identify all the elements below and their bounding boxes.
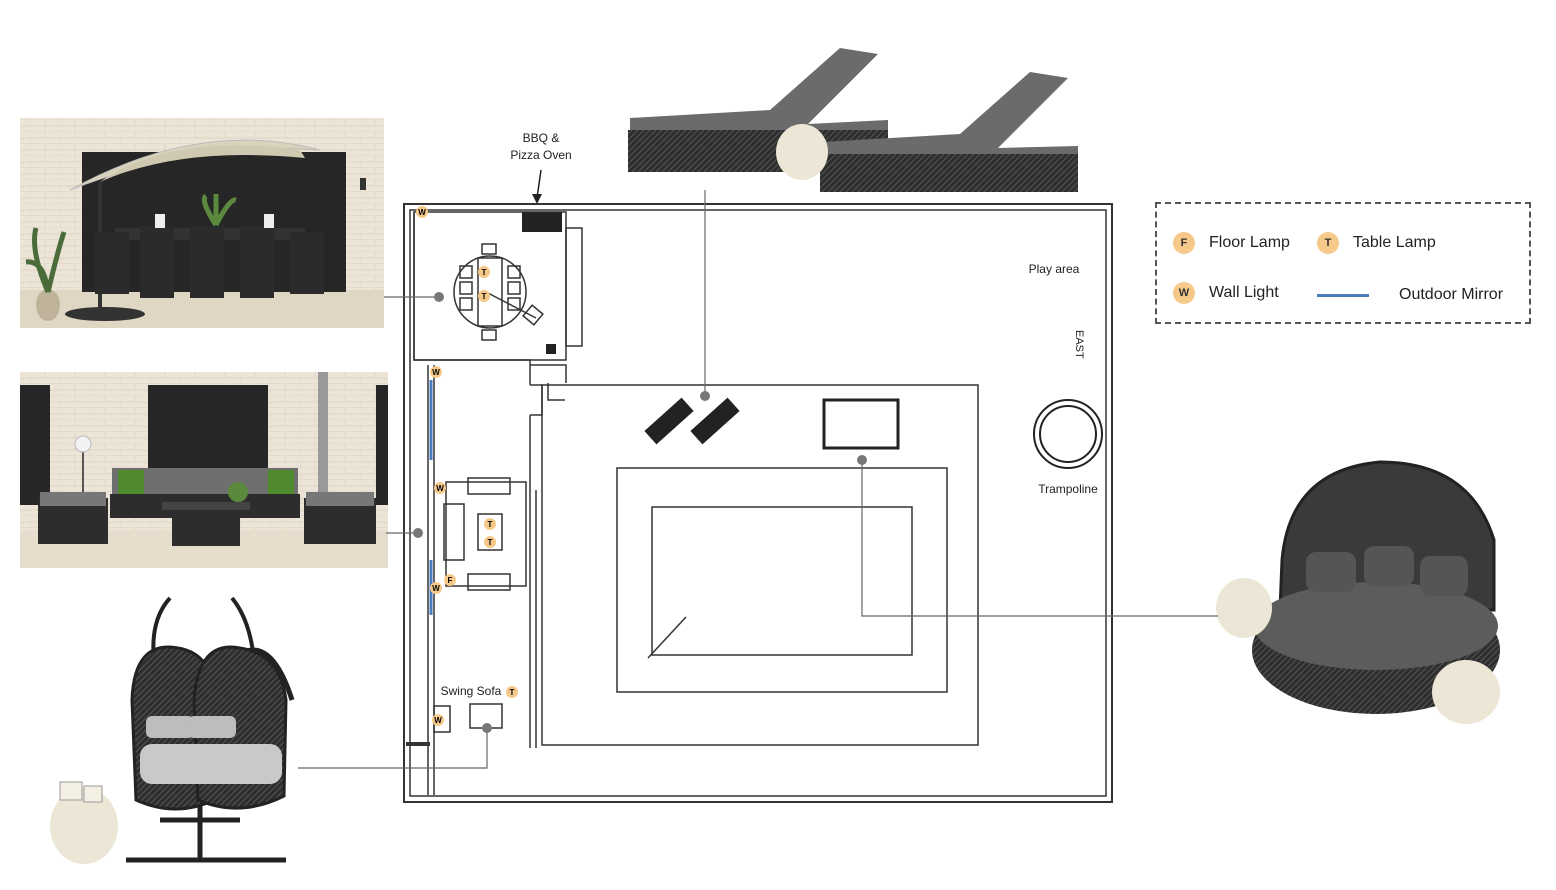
swing-sofa-photo bbox=[50, 596, 295, 864]
bbq-label: BBQ & bbox=[523, 131, 560, 145]
svg-text:T: T bbox=[488, 538, 493, 547]
legend-outdoor-mirror: Outdoor Mirror bbox=[1317, 286, 1503, 304]
plan-light-markers: W W W W W T T T T T F bbox=[416, 206, 518, 726]
sun-loungers-photo bbox=[628, 48, 1078, 192]
table-lamp-marker: T bbox=[484, 536, 496, 548]
table-lamp-marker: T bbox=[484, 518, 496, 530]
svg-text:F: F bbox=[448, 576, 453, 585]
legend-table-lamp-label: Table Lamp bbox=[1353, 234, 1436, 251]
table-lamp-icon: T bbox=[1317, 232, 1339, 254]
svg-text:W: W bbox=[432, 584, 440, 593]
garden-boundary bbox=[403, 203, 1113, 803]
trampoline bbox=[1033, 399, 1103, 469]
svg-text:T: T bbox=[510, 688, 515, 697]
sun-lounger-markers bbox=[644, 397, 740, 445]
legend-floor-lamp: F Floor Lamp bbox=[1173, 232, 1290, 254]
bbq-arrow bbox=[532, 169, 542, 204]
connector-lines bbox=[298, 190, 1218, 769]
wall-light-marker: W bbox=[434, 482, 446, 494]
legend-table-lamp: T Table Lamp bbox=[1317, 232, 1436, 254]
table-lamp-marker: T bbox=[478, 266, 490, 278]
legend-wall-light: W Wall Light bbox=[1173, 282, 1279, 304]
daybed-marker bbox=[822, 398, 900, 450]
play-area-label: Play area bbox=[1029, 262, 1080, 276]
floor-lamp-icon: F bbox=[1173, 232, 1195, 254]
potted-plant-marker bbox=[546, 344, 556, 354]
legend-outdoor-mirror-label: Outdoor Mirror bbox=[1399, 286, 1504, 303]
svg-text:T: T bbox=[482, 268, 487, 277]
svg-text:W: W bbox=[418, 208, 426, 217]
svg-text:T: T bbox=[482, 292, 487, 301]
dining-patio-area bbox=[413, 211, 583, 416]
dining-set-photo bbox=[20, 118, 384, 328]
lounge-sofa-photo bbox=[20, 372, 388, 568]
trampoline-label: Trampoline bbox=[1038, 482, 1098, 496]
pizza-oven-label: Pizza Oven bbox=[510, 148, 571, 162]
svg-text:T: T bbox=[488, 520, 493, 529]
svg-text:W: W bbox=[436, 484, 444, 493]
wall-light-marker: W bbox=[430, 582, 442, 594]
table-lamp-marker: T bbox=[478, 290, 490, 302]
wall-light-marker: W bbox=[432, 714, 444, 726]
swing-sofa-label: Swing Sofa bbox=[441, 684, 502, 698]
bbq-pizza-oven bbox=[522, 212, 562, 232]
connector-dots bbox=[413, 292, 867, 733]
svg-text:W: W bbox=[432, 368, 440, 377]
lighting-legend: F Floor Lamp T Table Lamp W Wall Light O… bbox=[1155, 202, 1531, 324]
outdoor-mirror-icon bbox=[1317, 293, 1369, 297]
floor-lamp-marker: F bbox=[444, 574, 456, 586]
wall-light-icon: W bbox=[1173, 282, 1195, 304]
legend-floor-lamp-label: Floor Lamp bbox=[1209, 234, 1290, 251]
wall-light-marker: W bbox=[416, 206, 428, 218]
legend-wall-light-label: Wall Light bbox=[1209, 284, 1279, 301]
daybed-photo bbox=[1216, 460, 1500, 724]
table-lamp-marker: T bbox=[506, 686, 518, 698]
east-label: EAST bbox=[1073, 330, 1085, 359]
pool-deck bbox=[541, 384, 979, 746]
wall-light-marker: W bbox=[430, 366, 442, 378]
svg-text:W: W bbox=[434, 716, 442, 725]
